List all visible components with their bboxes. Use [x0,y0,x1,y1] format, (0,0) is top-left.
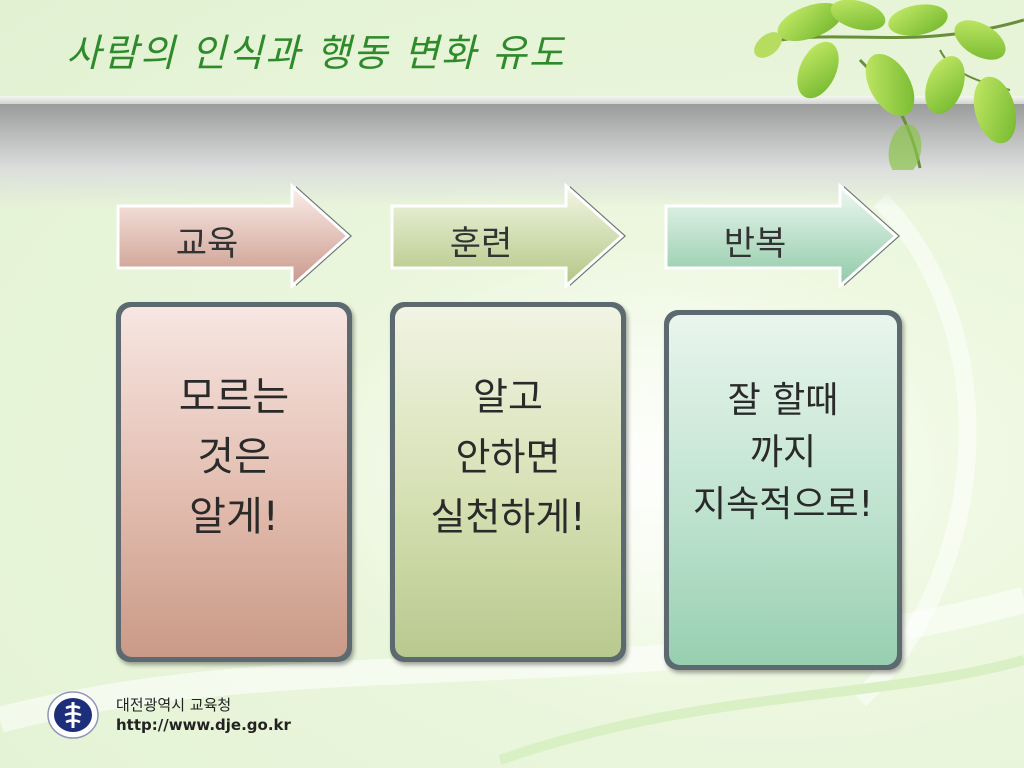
card-body: 모르는 것은 알게! [121,307,347,657]
card-line: 알게! [189,494,279,540]
step-arrow-training: 훈련 [386,182,630,288]
card-line: 지속적으로! [692,484,874,525]
organization-name: 대전광역시 교육청 [116,696,232,714]
organization-url[interactable]: http://www.dje.go.kr [116,716,291,734]
card-repetition: 잘 할때 까지 지속적으로! [664,310,902,670]
card-education: 모르는 것은 알게! [116,302,352,662]
step-arrow-repetition: 반복 [660,182,904,288]
step-label: 반복 [723,224,787,264]
card-line: 알고 [473,375,543,419]
card-text: 알고 안하면 실천하게! [395,367,621,547]
card-text: 잘 할때 까지 지속적으로! [669,375,897,531]
card-body: 알고 안하면 실천하게! [395,307,621,657]
step-label: 훈련 [449,224,513,264]
card-line: 까지 [749,432,817,473]
step-arrow-education: 교육 [112,182,356,288]
gray-band [0,104,1024,208]
header-strip [0,96,1024,106]
card-line: 실천하게! [430,495,586,539]
card-text: 모르는 것은 알게! [121,367,347,547]
card-training: 알고 안하면 실천하게! [390,302,626,662]
card-body: 잘 할때 까지 지속적으로! [669,315,897,665]
arrow-shape [116,182,352,288]
leaf-branch-decoration [754,0,1024,170]
card-line: 것은 [197,434,271,480]
arrow-shape [664,182,900,288]
card-line: 잘 할때 [727,380,839,421]
card-line: 모르는 [178,374,290,420]
arrow-shape [390,182,626,288]
education-office-emblem-icon [47,691,99,739]
step-label: 교육 [175,224,239,264]
card-line: 안하면 [455,435,561,479]
slide-title: 사람의 인식과 행동 변화 유도 [66,31,566,75]
